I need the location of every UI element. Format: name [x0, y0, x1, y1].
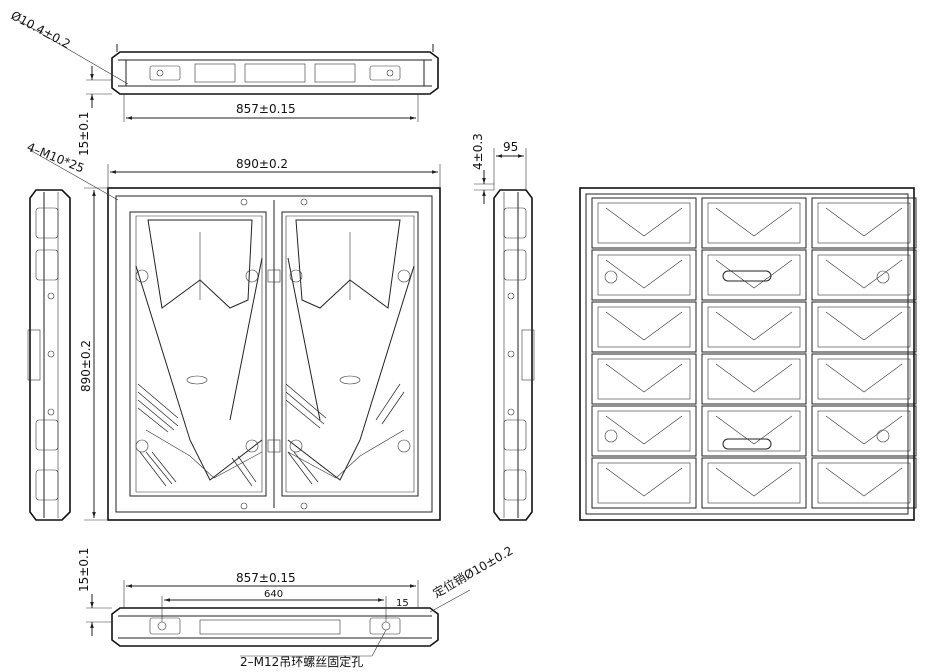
rear-cell-inner: [817, 254, 911, 296]
rear-view: [579, 187, 917, 521]
rear-cell-rib: [825, 467, 903, 497]
rear-cell: [591, 457, 697, 509]
rear-hole: [604, 270, 618, 284]
rear-handle: [722, 438, 772, 450]
rear-cell-rib: [825, 207, 903, 237]
dim-top-overall-width: 857±0.15: [236, 102, 296, 116]
rear-cell-inner: [707, 254, 801, 296]
rear-cell-rib: [715, 467, 793, 497]
rear-cell: [591, 197, 697, 249]
dim-lifting-holes: 2–M12吊环螺丝固定孔: [240, 654, 363, 669]
rear-cell-inner: [707, 202, 801, 244]
rear-cell-rib: [605, 207, 683, 237]
rear-hole: [876, 429, 890, 443]
rear-cell-rib: [605, 311, 683, 341]
rear-cell-rib: [825, 311, 903, 341]
dim-bottom-hole-spacing: 640: [264, 589, 283, 600]
left-side-view: [27, 189, 71, 521]
rear-cell-inner: [597, 254, 691, 296]
rear-cell-rib: [605, 363, 683, 393]
bottom-view: [86, 580, 471, 657]
dim-front-height: 890±0.2: [79, 340, 93, 392]
dim-locating-pin: 定位销Ø10±0.2: [430, 543, 515, 601]
rear-cell-inner: [597, 358, 691, 400]
rear-cell: [811, 457, 917, 509]
rear-cell: [701, 353, 807, 405]
rear-cell: [591, 249, 697, 301]
right-side-view: [474, 148, 535, 521]
rear-handle: [722, 270, 772, 282]
rear-cell: [811, 405, 917, 457]
rear-cell-inner: [597, 306, 691, 348]
rear-cell-inner: [707, 306, 801, 348]
rear-cell: [811, 301, 917, 353]
rear-cell-inner: [707, 358, 801, 400]
rear-cell-inner: [597, 462, 691, 504]
dim-bottom-small: 15: [396, 598, 409, 609]
rear-cell-inner: [817, 202, 911, 244]
rear-cell-rib: [715, 415, 793, 445]
rear-cell-inner: [817, 306, 911, 348]
rear-cell-inner: [817, 410, 911, 452]
rear-cell-rib: [825, 363, 903, 393]
rear-cell: [591, 301, 697, 353]
dim-top-hole-diameter: Ø10.4±0.2: [9, 8, 73, 51]
rear-cell-rib: [715, 207, 793, 237]
dim-top-edge-offset: 15±0.1: [77, 112, 91, 156]
rear-cell: [591, 405, 697, 457]
rear-cell-rib: [825, 259, 903, 289]
rear-cell-rib: [825, 415, 903, 445]
rear-cell-rib: [715, 363, 793, 393]
rear-cell-inner: [707, 462, 801, 504]
dim-front-width: 890±0.2: [236, 157, 288, 171]
rear-cell: [701, 405, 807, 457]
dim-side-depth: 95: [503, 140, 518, 154]
dim-bottom-edge-offset: 15±0.1: [77, 548, 91, 592]
rear-cell-rib: [605, 259, 683, 289]
rear-cell-rib: [605, 415, 683, 445]
dim-side-offset: 4±0.3: [471, 133, 485, 170]
rear-cell-rib: [605, 467, 683, 497]
dim-bottom-overall-width: 857±0.15: [236, 571, 296, 585]
front-view: [29, 149, 441, 521]
rear-cell-rib: [715, 259, 793, 289]
rear-cell: [591, 353, 697, 405]
rear-cell: [811, 197, 917, 249]
rear-cell-inner: [817, 358, 911, 400]
rear-cell: [811, 353, 917, 405]
rear-cell: [701, 249, 807, 301]
rear-cell-rib: [715, 311, 793, 341]
rear-cell-inner: [597, 410, 691, 452]
rear-cell: [701, 197, 807, 249]
top-view: [17, 19, 439, 122]
rear-cell: [701, 301, 807, 353]
rear-cell: [811, 249, 917, 301]
rear-hole: [604, 429, 618, 443]
rear-cell: [701, 457, 807, 509]
rear-cell-inner: [597, 202, 691, 244]
rear-cell-inner: [707, 410, 801, 452]
rear-hole: [876, 270, 890, 284]
rear-cell-inner: [817, 462, 911, 504]
